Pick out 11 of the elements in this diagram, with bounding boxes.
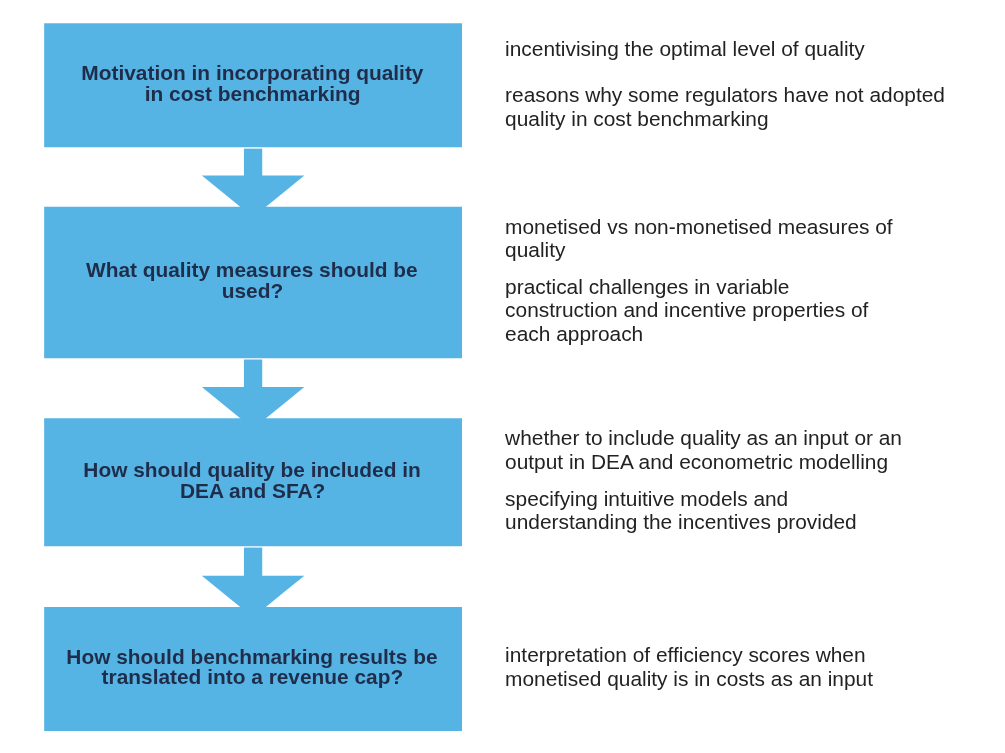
node-label: monetised vs non-monetised measures of quality [505,214,893,262]
node-label: whether to include quality as an input or an output in DEA and econometric modelling [505,426,902,473]
node-label: practical challenges in variable construction and incentive properties of each approach [505,274,869,345]
node-box: Motivation in incorporating quality in cost benchmarking [44,23,462,148]
node-label: incentivising the optimal level of quality [505,36,865,60]
node-label: specifying intuitive models and understanding the incentives provided [505,486,857,534]
node-box: What quality measures should be used? [44,206,462,359]
node-label: reasons why some regulators have not adopted quality in cost benchmarking [505,83,945,130]
node-box: How should benchmarking results be translated into a revenue cap? [44,607,462,732]
node-label: interpretation of efficiency scores when monetised quality is in costs as an input [505,643,873,690]
node-box: How should quality be included in DEA and SFA? [44,418,462,547]
